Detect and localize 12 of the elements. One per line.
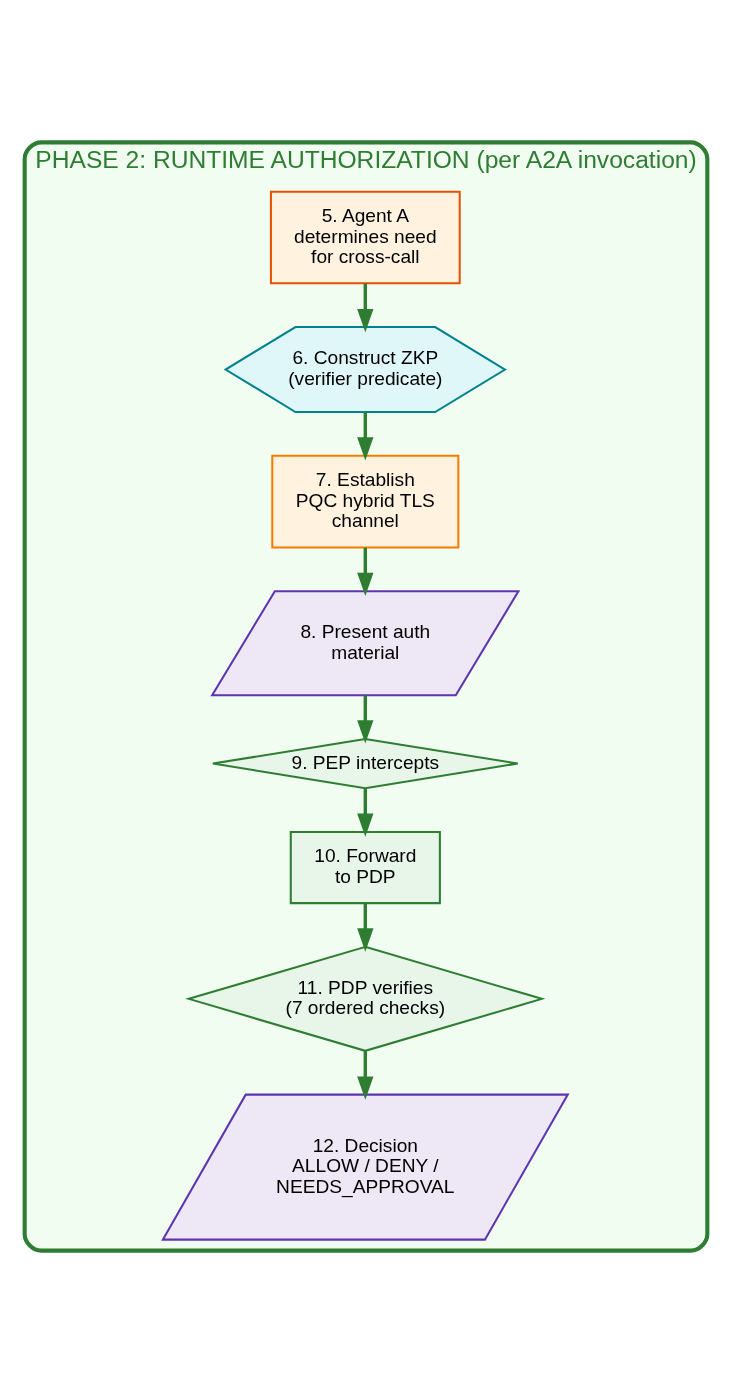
arrow (357, 547, 374, 596)
arrow (357, 411, 374, 460)
arrow (357, 787, 374, 837)
arrow (357, 694, 374, 743)
node-box: 5. Agent A determines need for cross-call (269, 190, 461, 284)
arrow (357, 1050, 374, 1100)
node-diamond: 9. PEP intercepts (211, 737, 519, 789)
node-box: 10. Forward to PDP (289, 830, 441, 904)
node-box: 7. Establish PQC hybrid TLS channel (271, 454, 460, 548)
node-diamond: 11. PDP verifies (7 ordered checks) (185, 945, 546, 1052)
arrow (357, 282, 374, 332)
arrow (357, 902, 374, 952)
